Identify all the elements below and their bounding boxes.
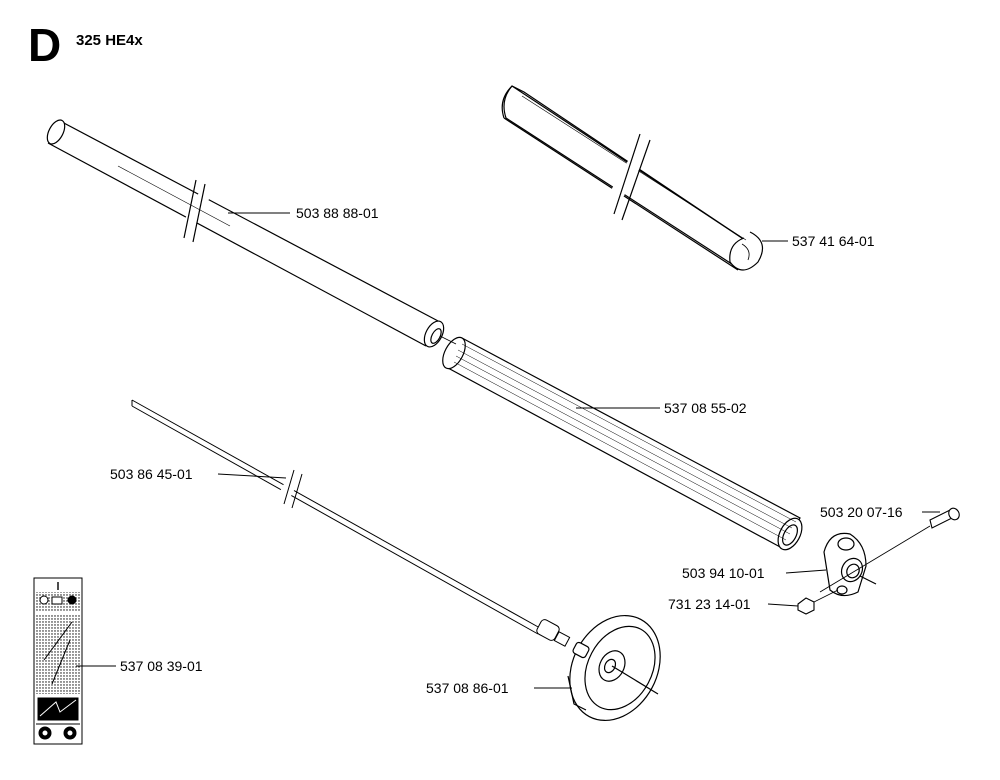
part-number-drive: 503 86 45-01 — [110, 466, 193, 482]
shaft-part — [501, 85, 764, 271]
decal-part — [33, 577, 83, 745]
part-number-grip: 537 08 55-02 — [664, 400, 747, 416]
part-number-clamp: 503 94 10-01 — [682, 565, 765, 581]
nut-part — [797, 589, 839, 615]
grip-part — [439, 335, 803, 551]
part-number-tube: 503 88 88-01 — [296, 205, 379, 221]
leader-lines — [76, 212, 940, 689]
drive-shaft-part — [131, 399, 571, 647]
part-number-nut: 731 23 14-01 — [668, 596, 751, 612]
section-letter: D — [28, 19, 62, 71]
tube-part — [46, 119, 445, 348]
cover-part — [567, 614, 661, 722]
screw-part — [819, 507, 960, 593]
part-number-screw: 503 20 07-16 — [820, 504, 903, 520]
model-label: 325 HE4x — [76, 32, 143, 49]
clamp-part — [823, 532, 877, 597]
part-number-shaft: 537 41 64-01 — [792, 233, 875, 249]
part-number-decal: 537 08 39-01 — [120, 658, 203, 674]
part-number-cover: 537 08 86-01 — [426, 680, 509, 696]
